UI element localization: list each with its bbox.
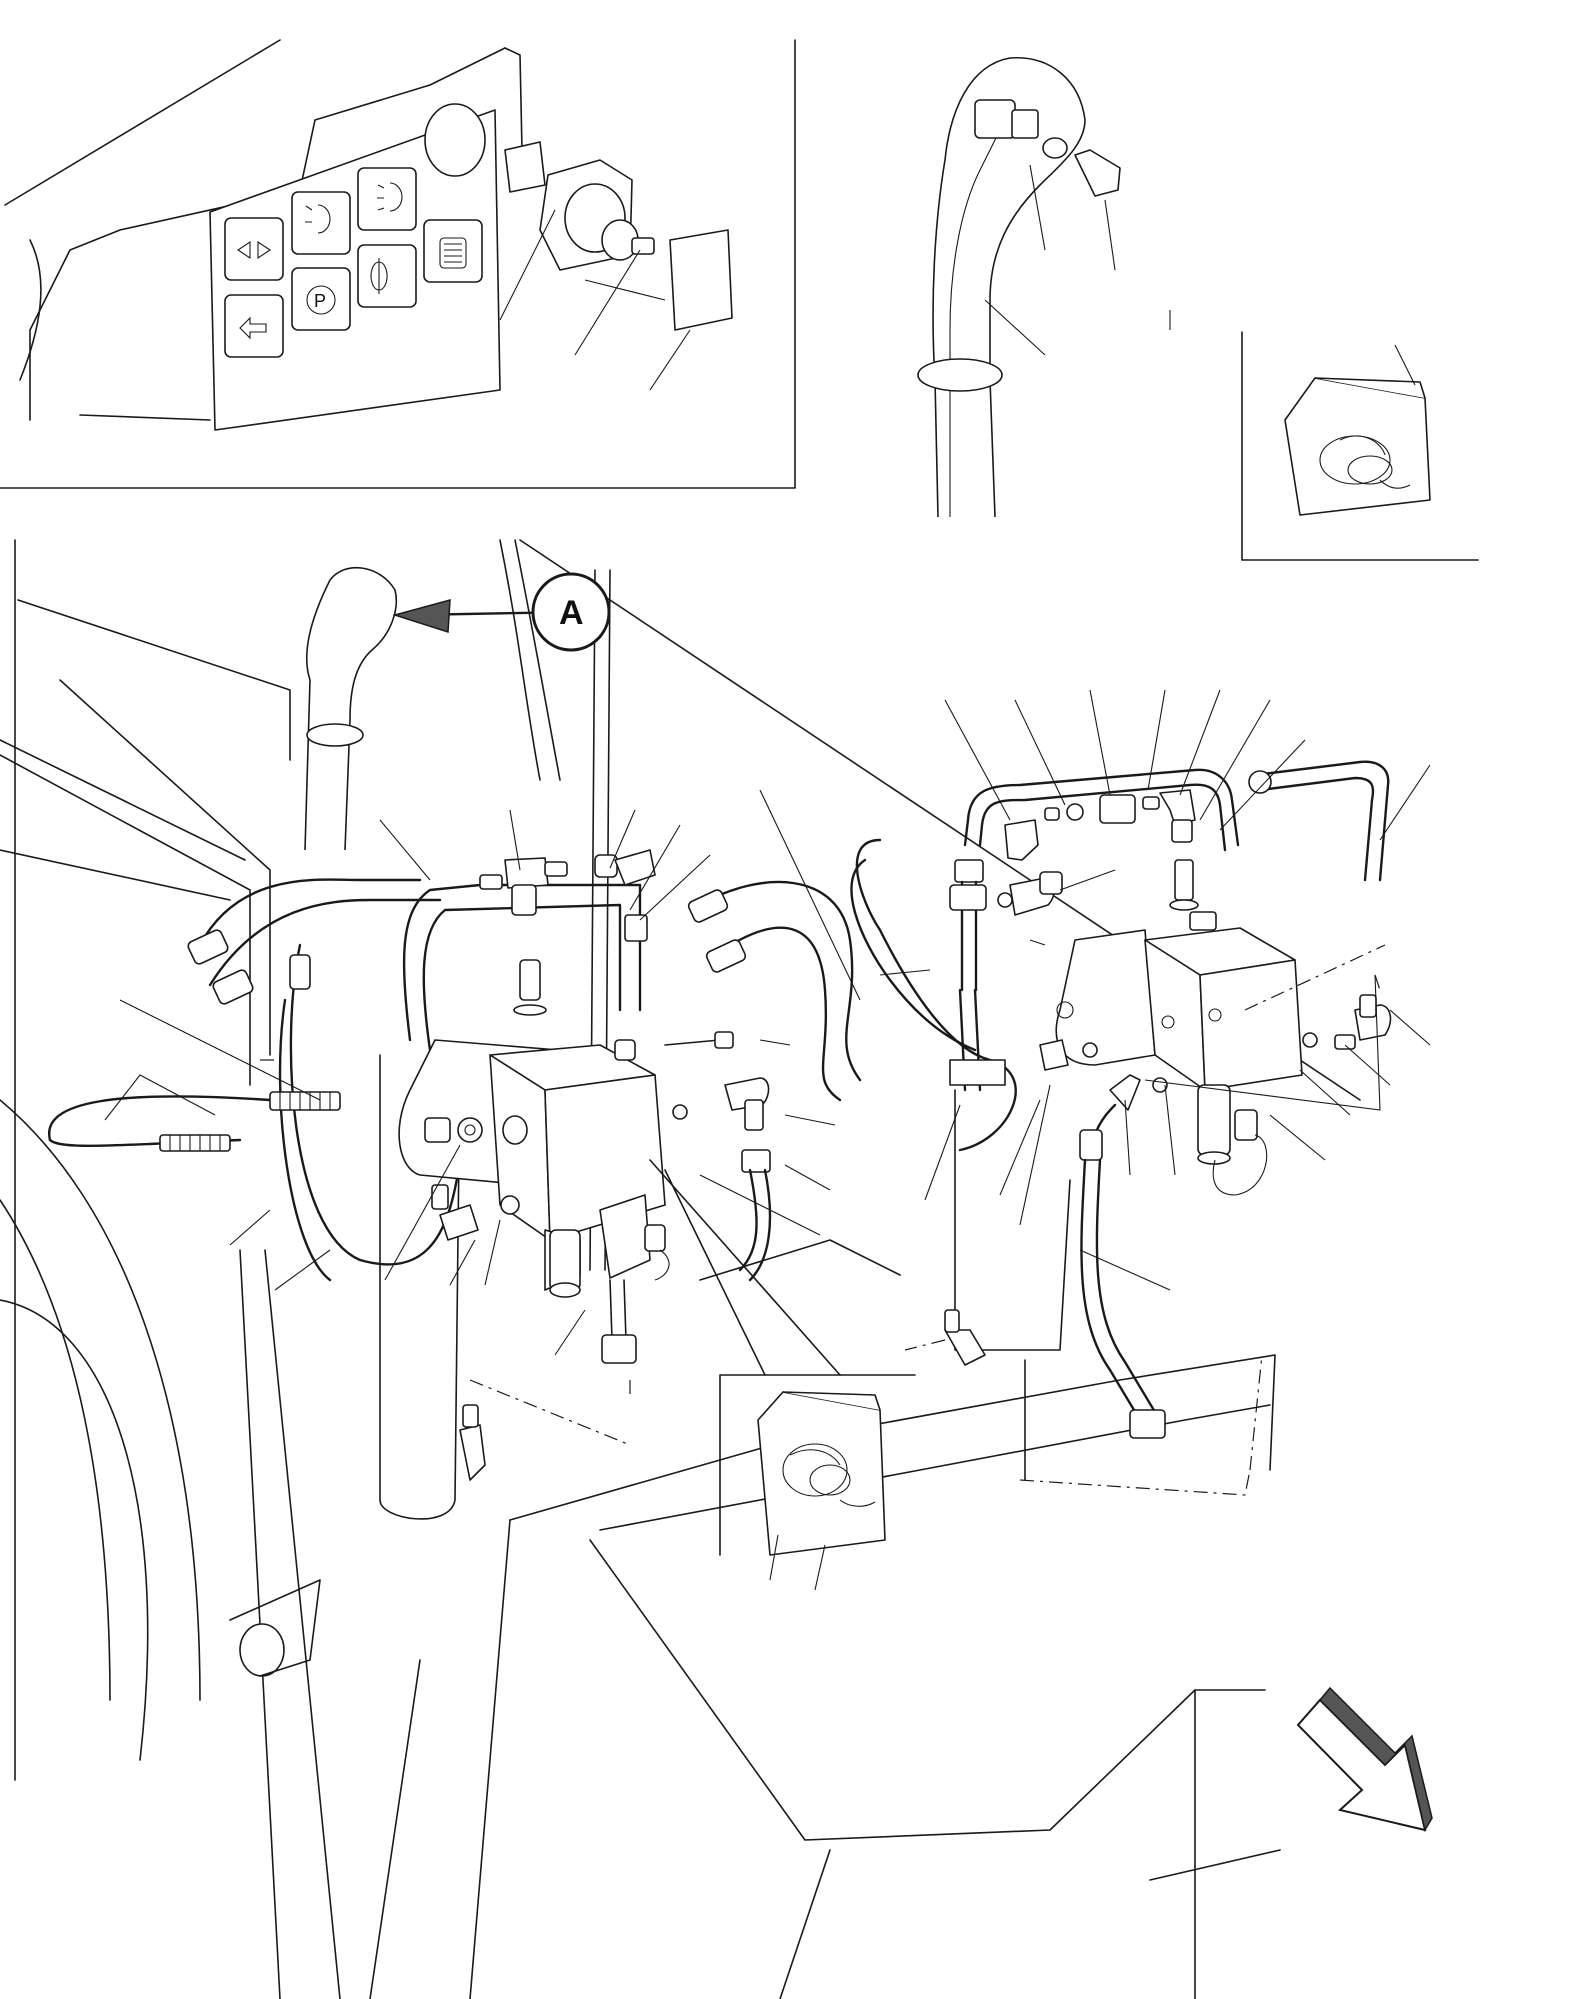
- callout-label: A: [559, 594, 584, 632]
- frame-pin: [239, 1623, 285, 1677]
- right-valve-assembly: [260, 689, 1431, 1496]
- instruction-booklet-lower: [757, 1391, 886, 1556]
- knob-lamp-bulb: [1074, 149, 1121, 197]
- lamp-cover: [669, 229, 733, 331]
- lever-knob-main: [304, 566, 397, 851]
- right-mounting-plate: [1055, 929, 1156, 1066]
- callout-circle: [531, 572, 611, 652]
- switch-grid: P: [224, 167, 483, 358]
- booklet-inset-bottom: [649, 1159, 916, 1591]
- left-valve-assembly: [47, 809, 862, 1364]
- booklet-inset-top: [1241, 331, 1479, 561]
- solenoid: [549, 1229, 581, 1291]
- lever-knob: [932, 57, 1086, 518]
- right-hydraulic-valve-block: [1199, 959, 1303, 1091]
- union-fitting: [1099, 794, 1136, 824]
- main-assembly: [0, 539, 1361, 1999]
- right-solenoid: [1197, 1084, 1231, 1156]
- orientation-arrow: [1296, 1686, 1433, 1833]
- lever-with-callout: A: [304, 566, 611, 851]
- switch-body: [504, 141, 546, 193]
- instruction-booklet: [1284, 377, 1431, 516]
- hose-clamp: [949, 1059, 1006, 1086]
- warning-lamp-lens: [424, 103, 486, 177]
- svg-text:P: P: [314, 291, 326, 311]
- dashboard-switch-panel-inset: P: [0, 39, 796, 489]
- callout-arrowhead: [392, 599, 451, 634]
- lever-collar: [917, 358, 1003, 392]
- lever-knob-inset: [917, 57, 1171, 518]
- knob-switch: [974, 99, 1016, 139]
